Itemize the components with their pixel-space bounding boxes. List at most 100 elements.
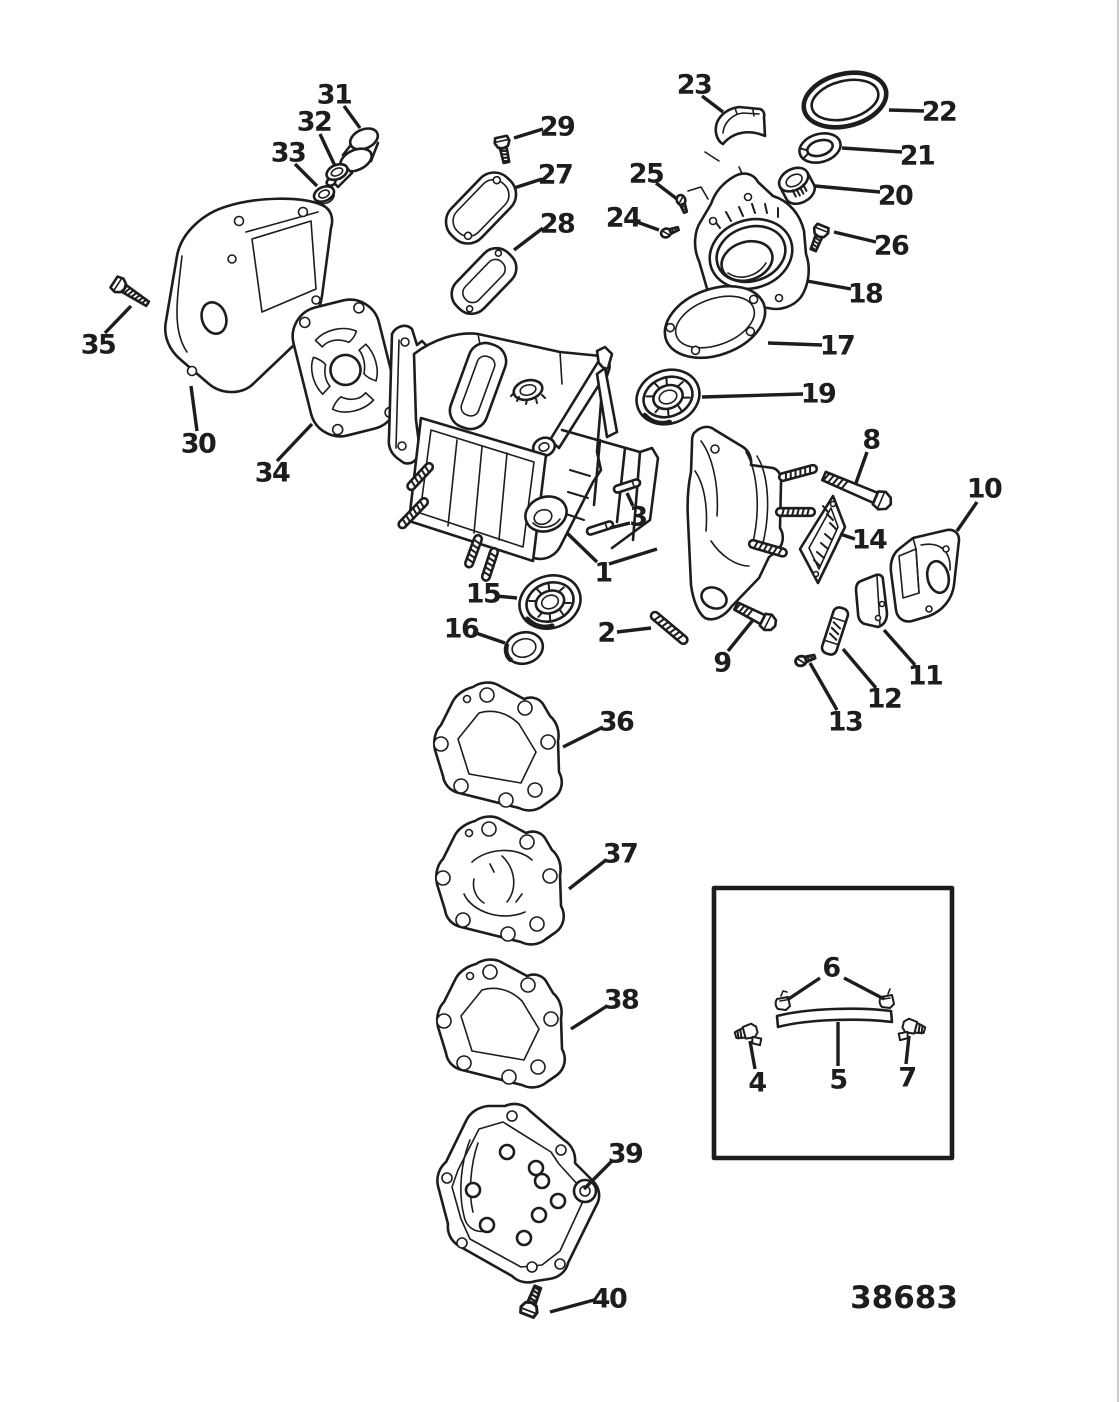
callout-label-1: 1 (594, 558, 611, 589)
part-1-drive-housing-rear (686, 425, 785, 621)
part-21-oil-seal (798, 132, 842, 164)
callout-label-5: 5 (829, 1065, 846, 1096)
callout-leader-19 (701, 392, 804, 399)
callout-label-26: 26 (874, 231, 909, 262)
part-10-shift-bracket (889, 528, 961, 623)
callout-label-31: 31 (317, 80, 352, 111)
part-31-sender (325, 127, 380, 189)
callout-leader-33 (293, 162, 319, 188)
callout-leader-40 (549, 1298, 595, 1314)
callout-label-23: 23 (677, 70, 712, 101)
part-2-stud (648, 609, 691, 647)
callout-leader-32 (318, 133, 337, 167)
callout-leader-7 (904, 1035, 911, 1065)
callout-label-33: 33 (271, 138, 306, 169)
callout-leader-30 (189, 385, 199, 432)
part-11-plate (854, 573, 889, 629)
part-1-stud (777, 463, 819, 483)
callout-label-25: 25 (629, 159, 664, 190)
callout-label-38: 38 (604, 985, 639, 1016)
callout-leader-11 (882, 628, 917, 667)
callout-label-8: 8 (862, 425, 880, 456)
callout-label-10: 10 (967, 474, 1002, 505)
callout-label-7: 7 (898, 1063, 915, 1094)
part-17-gasket (663, 284, 767, 360)
callout-label-30: 30 (181, 429, 216, 460)
callout-leader-1 (565, 531, 599, 564)
callout-label-17: 17 (820, 331, 855, 362)
callout-label-9: 9 (713, 648, 731, 679)
callout-label-20: 20 (878, 181, 913, 212)
part-19-ball-bearing (635, 368, 701, 426)
callout-leader-17 (767, 341, 823, 347)
callout-leader-22 (888, 108, 925, 113)
part-5-hose (775, 1007, 894, 1029)
part-25-screw (673, 192, 691, 215)
part-23-bearing-sleeve (704, 105, 767, 179)
callout-leader-23 (700, 94, 725, 114)
part-26-bolt (805, 221, 832, 255)
inset-box-border (711, 885, 955, 1161)
part-27-cover-plate (444, 171, 518, 245)
part-29-bolt (492, 134, 516, 166)
part-6-clamp-left (774, 990, 791, 1011)
part-1-drive-housing-front (387, 324, 660, 563)
callout-leader-37 (567, 858, 608, 891)
callout-leader-27 (513, 177, 543, 190)
callout-label-2: 2 (597, 618, 614, 649)
part-34-gasket (291, 298, 399, 438)
part-28-gasket (450, 246, 518, 316)
part-7-fitting (897, 1017, 927, 1042)
part-18-bearing-housing (687, 172, 811, 311)
callout-leader-24 (633, 219, 660, 232)
part-35-bolt (109, 275, 151, 308)
callout-leader-12 (841, 647, 878, 690)
callout-leader-6 (843, 976, 885, 1001)
callout-label-35: 35 (81, 330, 116, 361)
callout-label-15: 15 (466, 579, 501, 610)
callout-leader-14 (839, 532, 856, 541)
callout-label-40: 40 (592, 1284, 627, 1315)
part-16-oil-seal (503, 630, 545, 666)
part-22-o-ring (801, 70, 889, 130)
callout-label-14: 14 (852, 525, 887, 556)
part-20-roller-bearing (777, 166, 817, 206)
callout-leader-1 (608, 547, 658, 566)
callout-leader-25 (654, 181, 679, 201)
callout-label-29: 29 (540, 112, 575, 143)
callout-leader-2 (616, 626, 652, 634)
callout-leader-39 (582, 1159, 614, 1191)
callout-label-11: 11 (908, 661, 943, 692)
callout-label-3: 3 (629, 502, 646, 533)
drawing-number: 38683 (850, 1280, 958, 1316)
callout-label-27: 27 (538, 160, 573, 191)
callout-label-34: 34 (255, 458, 290, 489)
part-24-screw (658, 223, 681, 241)
callout-label-4: 4 (748, 1068, 766, 1099)
callout-leader-29 (513, 127, 544, 140)
part-9-bolt (732, 601, 778, 632)
callout-leader-4 (748, 1040, 757, 1070)
part-8-bolt (820, 470, 893, 511)
part-12-anode (820, 606, 850, 656)
callout-label-21: 21 (900, 141, 935, 172)
part-40-bolt (517, 1282, 548, 1320)
part-38-gasket (437, 960, 565, 1088)
callout-leader-16 (472, 630, 506, 645)
callout-label-12: 12 (867, 684, 902, 715)
callout-leader-6 (786, 976, 821, 1002)
callout-label-22: 22 (922, 97, 957, 128)
callout-leader-18 (806, 279, 852, 291)
callout-leader-34 (275, 422, 314, 463)
part-15-ball-bearing (518, 574, 582, 630)
callout-leader-26 (833, 230, 877, 244)
callout-leader-35 (103, 304, 133, 335)
callout-leader-15 (495, 594, 518, 600)
callout-leader-36 (562, 725, 604, 749)
callout-leader-10 (955, 501, 979, 532)
callout-label-13: 13 (828, 707, 863, 738)
part-37-cover (434, 815, 566, 946)
callout-leader-3 (625, 492, 635, 507)
